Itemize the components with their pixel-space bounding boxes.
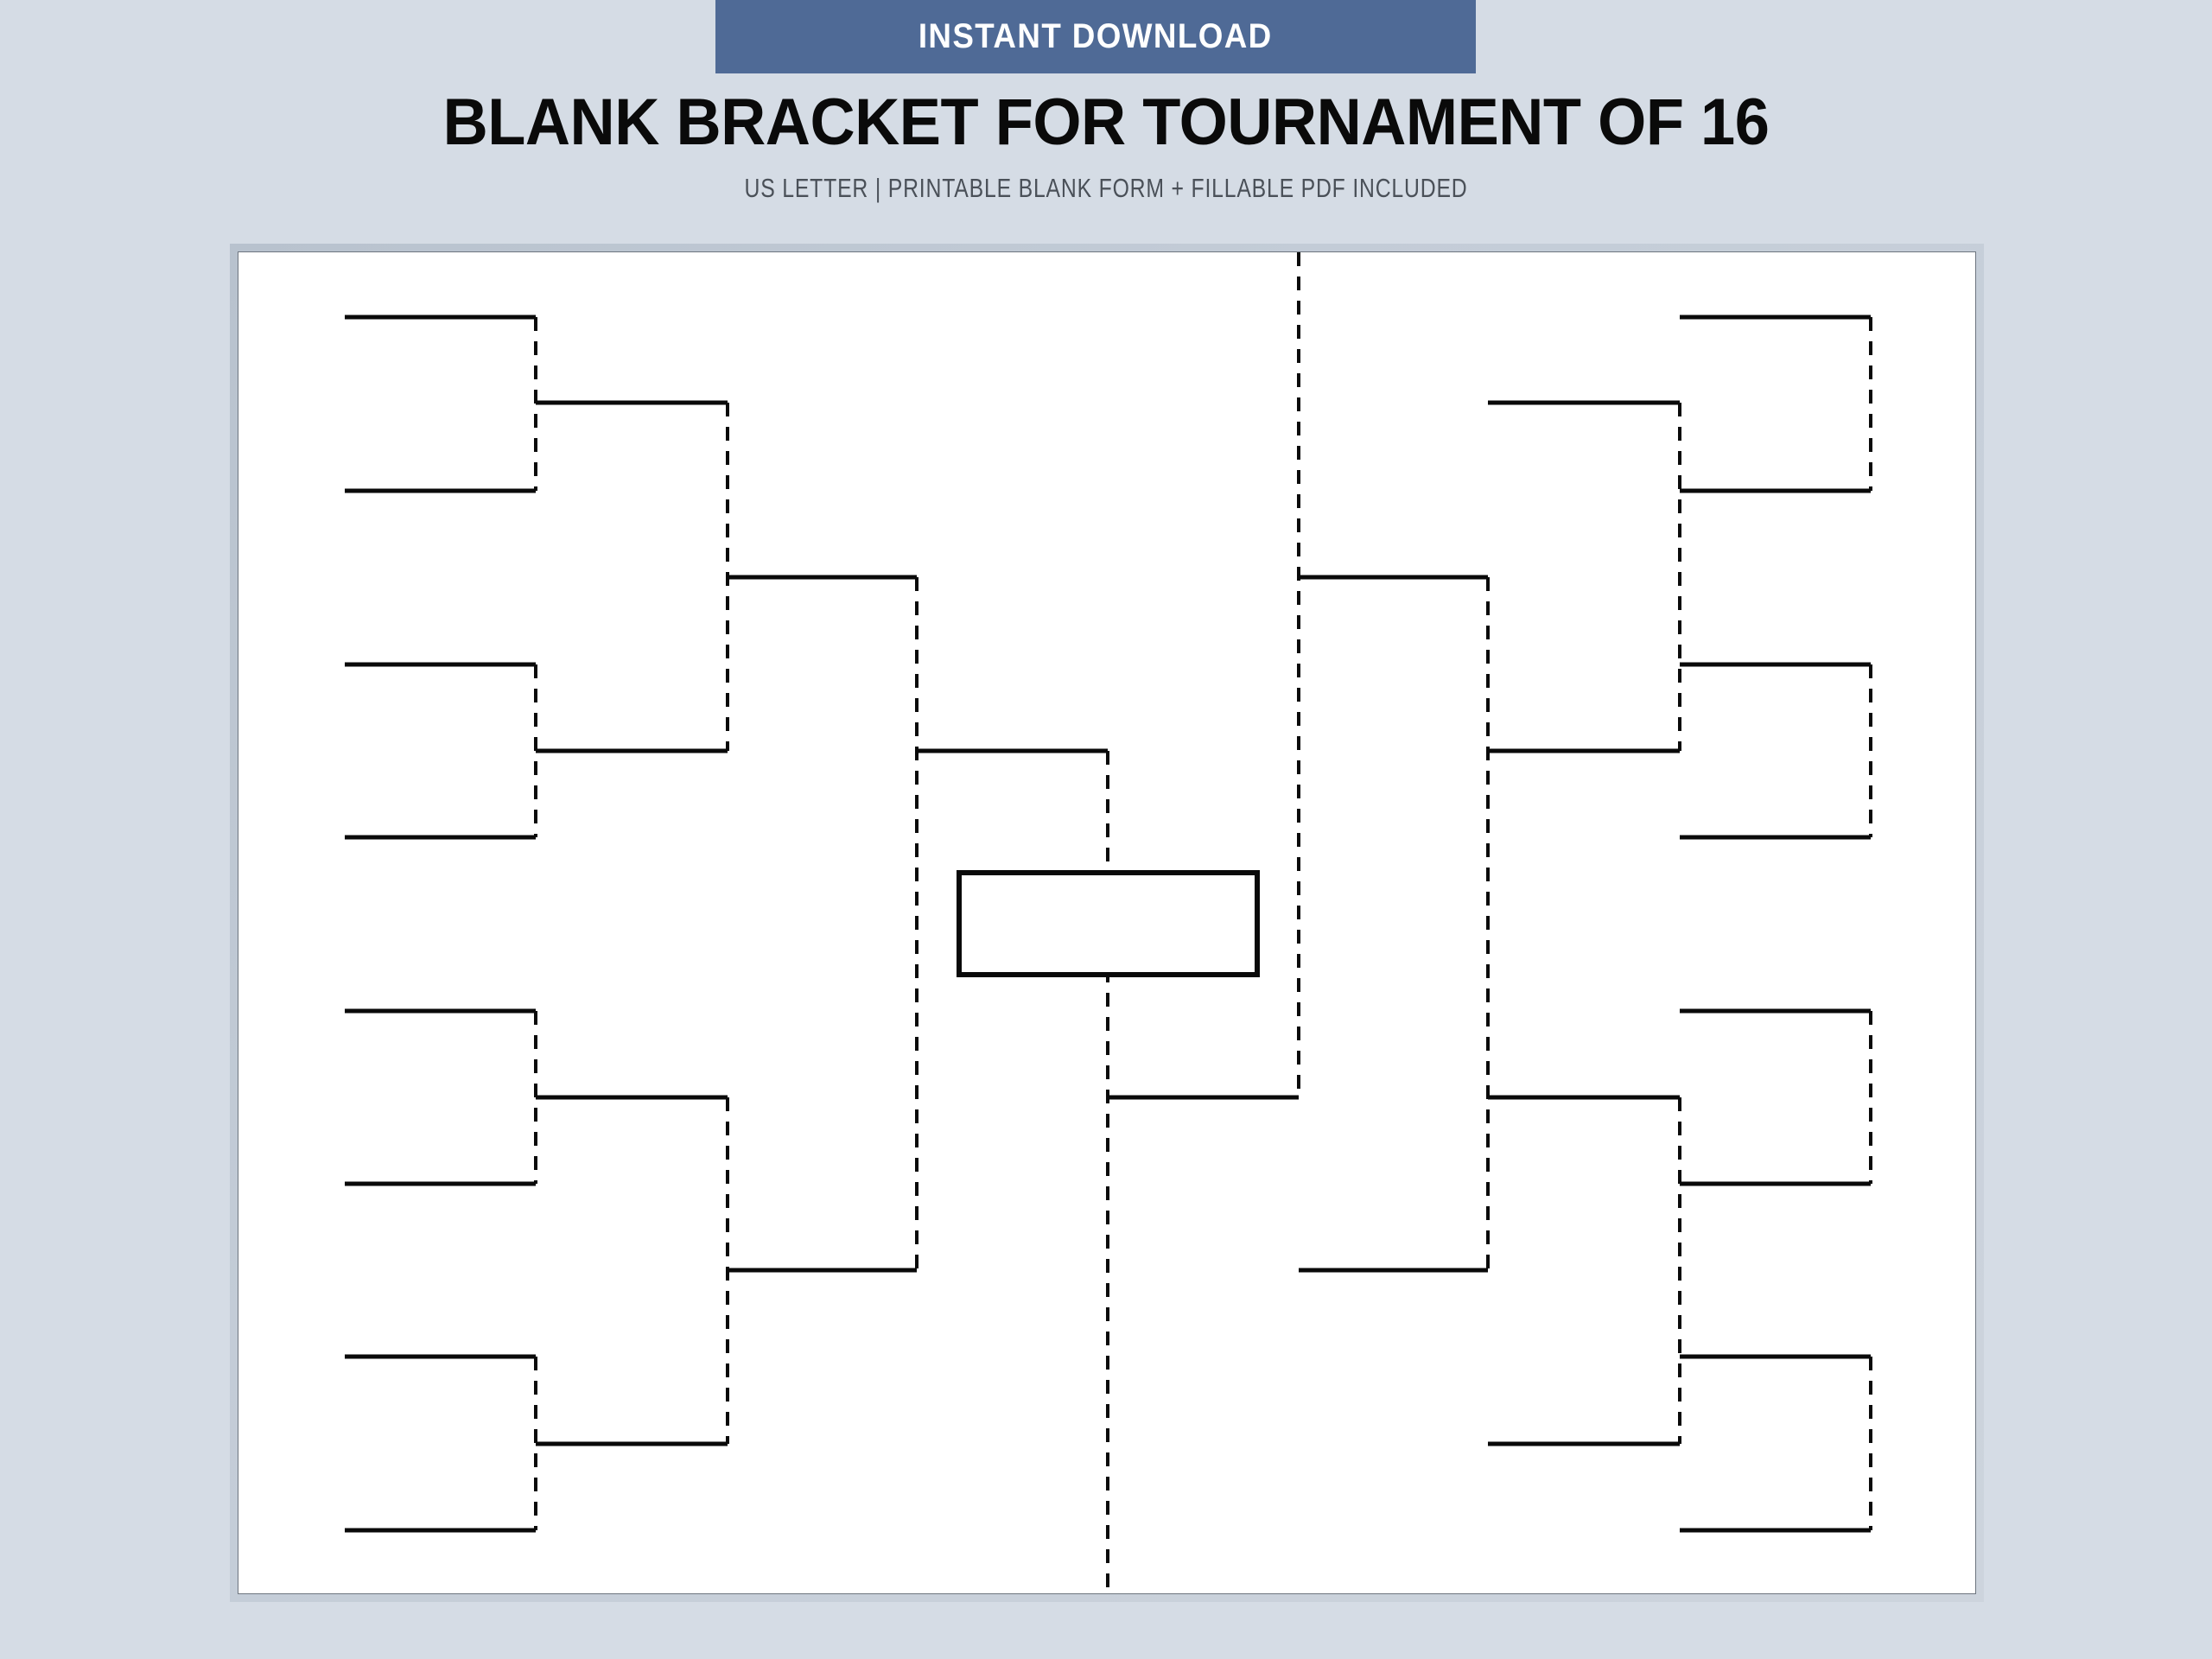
- bracket-lines-dashed: [534, 252, 1872, 1595]
- champion-box[interactable]: [957, 870, 1260, 977]
- page-title: BLANK BRACKET FOR TOURNAMENT OF 16: [442, 86, 1770, 159]
- instant-download-label: INSTANT DOWNLOAD: [918, 17, 1273, 55]
- printable-sheet: [238, 251, 1976, 1595]
- header-block: INSTANT DOWNLOAD BLANK BRACKET FOR TOURN…: [0, 0, 2212, 229]
- bracket-lines-solid: [345, 315, 1871, 1533]
- instant-download-banner: INSTANT DOWNLOAD: [715, 0, 1476, 73]
- tournament-bracket: [345, 252, 1872, 1595]
- page-subtitle: US LETTER | PRINTABLE BLANK FORM + FILLA…: [744, 173, 1468, 203]
